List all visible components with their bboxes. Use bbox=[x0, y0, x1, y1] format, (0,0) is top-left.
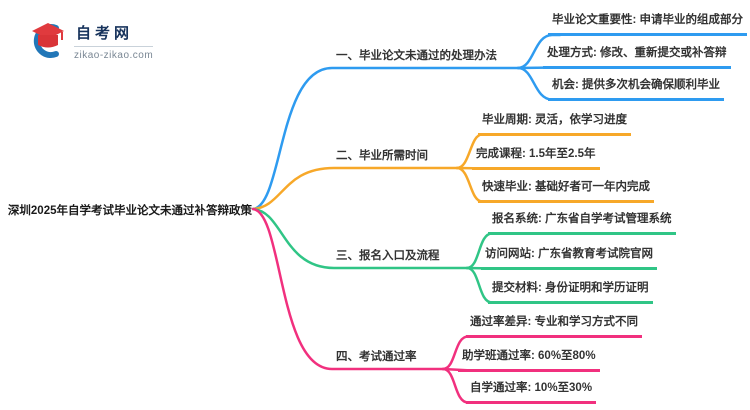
branch1-child1: 毕业论文重要性: 申请毕业的组成部分 bbox=[548, 11, 748, 36]
branch1-child2: 处理方式: 修改、重新提交或补答辩 bbox=[543, 44, 731, 69]
logo-text-block: 自考网 zikao-zikao.com bbox=[74, 20, 154, 61]
branch4-main-line bbox=[251, 207, 445, 371]
logo-domain: zikao-zikao.com bbox=[74, 46, 154, 61]
site-logo: 自考网 zikao-zikao.com bbox=[28, 20, 154, 62]
branch3-child2: 访问网站: 广东省教育考试院官网 bbox=[481, 245, 658, 270]
branch2-child1: 毕业周期: 灵活，依学习进度 bbox=[478, 111, 632, 136]
branch1-main-line bbox=[251, 66, 520, 211]
logo-title: 自考网 bbox=[76, 25, 134, 42]
branch4-child3: 自学通过率: 10%至30% bbox=[466, 379, 597, 404]
branch3-main-line bbox=[251, 207, 469, 270]
branch4-label: 四、考试通过率 bbox=[336, 351, 417, 363]
branch2-main-line bbox=[251, 166, 459, 211]
branch1-child3: 机会: 提供多次机会确保顺利毕业 bbox=[548, 76, 725, 101]
branch2-child2: 完成课程: 1.5年至2.5年 bbox=[472, 145, 600, 170]
branch3-child1: 报名系统: 广东省自学考试管理系统 bbox=[488, 210, 676, 235]
branch3-child3: 提交材料: 身份证明和学历证明 bbox=[488, 279, 653, 304]
central-topic: 深圳2025年自学考试毕业论文未通过补答辩政策 bbox=[7, 205, 252, 217]
branch4-child2: 助学班通过率: 60%至80% bbox=[458, 347, 600, 372]
branch4-child1: 通过率差异: 专业和学习方式不同 bbox=[466, 313, 643, 338]
branch3-label: 三、报名入口及流程 bbox=[336, 250, 440, 262]
branch2-child3: 快速毕业: 基础好者可一年内完成 bbox=[478, 178, 655, 203]
branch1-label: 一、毕业论文未通过的处理办法 bbox=[336, 50, 497, 62]
branch2-label: 二、毕业所需时间 bbox=[336, 150, 428, 162]
graduation-cap-icon bbox=[32, 23, 64, 58]
